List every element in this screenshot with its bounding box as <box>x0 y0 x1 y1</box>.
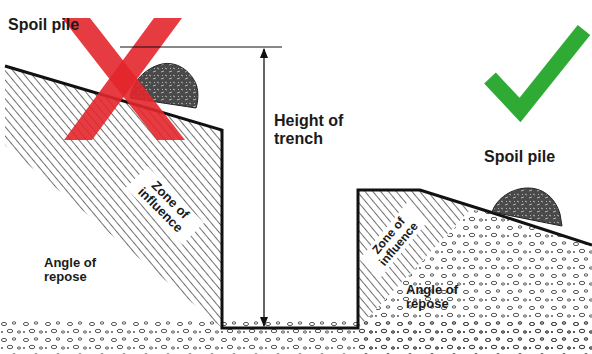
angle-label: Angle of repose <box>44 256 110 285</box>
green-check <box>490 30 584 110</box>
height-label: Height of trench <box>274 112 354 147</box>
spoil-pile <box>492 188 562 226</box>
red-cross <box>64 18 182 140</box>
angle-label: Angle of repose <box>406 283 472 312</box>
spoil-pile-label: Spoil pile <box>8 16 118 34</box>
spoil-pile-label: Spoil pile <box>484 148 584 166</box>
dimension-arrow <box>263 49 264 326</box>
dimension-line <box>120 47 282 48</box>
red-cross <box>62 18 185 140</box>
zone-hatch <box>358 190 472 328</box>
